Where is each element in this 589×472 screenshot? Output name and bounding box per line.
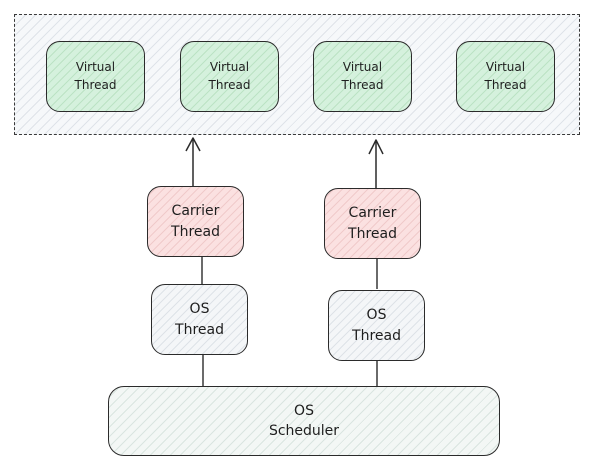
os-thread-2-line1: OS (366, 307, 387, 324)
arrowhead-2-icon (368, 139, 384, 155)
carrier-thread-2: Carrier Thread (324, 188, 421, 259)
virtual-thread-2-line1: Virtual (209, 60, 250, 75)
carrier-thread-2-line2: Thread (348, 225, 397, 242)
virtual-thread-3-line1: Virtual (342, 60, 383, 75)
arrowhead-1-icon (185, 137, 201, 152)
carrier-thread-1: Carrier Thread (147, 186, 244, 257)
carrier-thread-1-line2: Thread (171, 223, 220, 240)
virtual-thread-1-line1: Virtual (75, 60, 116, 75)
virtual-thread-1: Virtual Thread (46, 41, 145, 112)
virtual-thread-1-line2: Thread (74, 77, 117, 92)
carrier-thread-1-line1: Carrier (171, 203, 220, 220)
virtual-thread-2: Virtual Thread (180, 41, 279, 112)
virtual-thread-4: Virtual Thread (456, 41, 555, 112)
os-thread-2: OS Thread (328, 290, 425, 361)
virtual-thread-3: Virtual Thread (313, 41, 412, 112)
virtual-thread-4-line2: Thread (484, 77, 527, 92)
os-thread-1-line2: Thread (175, 321, 224, 338)
os-scheduler: OS Scheduler (108, 386, 500, 456)
os-thread-1-line1: OS (189, 301, 210, 318)
os-thread-1: OS Thread (151, 284, 248, 355)
virtual-thread-4-line1: Virtual (485, 60, 526, 75)
virtual-thread-2-line2: Thread (208, 77, 251, 92)
os-scheduler-line1: OS (294, 402, 314, 419)
virtual-thread-3-line2: Thread (341, 77, 384, 92)
carrier-thread-2-line1: Carrier (348, 205, 397, 222)
os-scheduler-line2: Scheduler (268, 423, 340, 439)
os-thread-2-line2: Thread (352, 327, 401, 344)
